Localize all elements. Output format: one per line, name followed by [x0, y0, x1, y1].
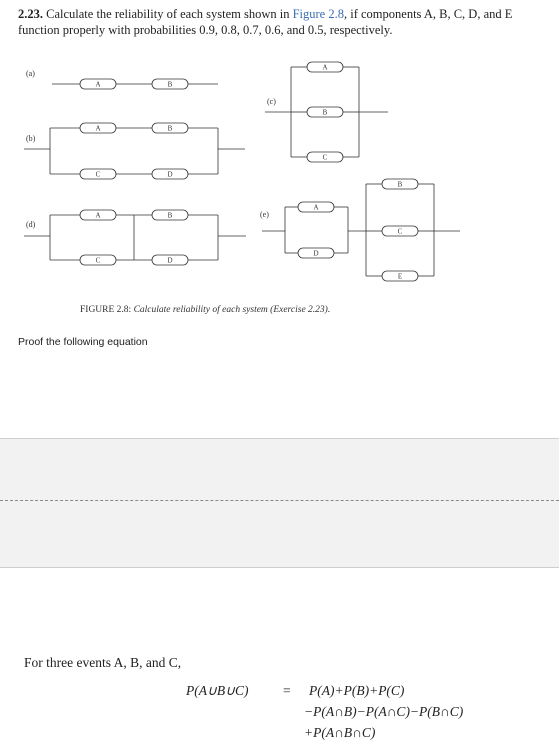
svg-text:D: D	[313, 250, 318, 258]
label-d: (d)	[26, 220, 36, 229]
formula-lhs: P(A∪B∪C)	[186, 683, 249, 698]
figure-caption: FIGURE 2.8: Calculate reliability of eac…	[80, 305, 330, 315]
label-b: (b)	[26, 134, 36, 143]
label-a: (a)	[26, 69, 35, 78]
svg-text:C: C	[323, 154, 328, 162]
svg-text:B: B	[323, 109, 328, 117]
formula-rhs-line3: +P(A∩B∩C)	[304, 725, 376, 740]
svg-text:A: A	[95, 125, 100, 133]
problem-statement: 2.23. Calculate the reliability of each …	[18, 6, 548, 38]
answer-area	[0, 438, 559, 568]
svg-text:C: C	[96, 257, 101, 265]
problem-text-2: , if components A, B, C, D, and E functi…	[18, 7, 513, 37]
svg-text:B: B	[398, 181, 403, 189]
svg-text:A: A	[322, 64, 327, 72]
reliability-figure: (a) A B (b) A B C D (c) A	[24, 61, 460, 282]
svg-text:A: A	[95, 81, 100, 89]
system-e: (e) A D B C E	[260, 178, 460, 282]
svg-text:B: B	[168, 125, 173, 133]
proof-prompt: Proof the following equation	[18, 336, 148, 348]
svg-text:A: A	[313, 204, 318, 212]
svg-text:C: C	[398, 228, 403, 236]
svg-text:B: B	[168, 81, 173, 89]
svg-text:A: A	[95, 212, 100, 220]
formula-rhs-line1: P(A)+P(B)+P(C)	[309, 683, 405, 698]
system-b: (b) A B C D	[24, 122, 245, 180]
caption-label: FIGURE 2.8:	[80, 305, 132, 315]
label-c: (c)	[267, 97, 276, 106]
system-d: (d) A B C D	[24, 209, 246, 266]
svg-text:D: D	[167, 257, 172, 265]
label-e: (e)	[260, 210, 269, 219]
formula-intro: For three events A, B, and C,	[24, 655, 182, 670]
figure-link[interactable]: Figure 2.8	[292, 7, 344, 21]
caption-text: Calculate reliability of each system (Ex…	[131, 305, 331, 315]
svg-text:B: B	[168, 212, 173, 220]
svg-text:D: D	[167, 171, 172, 179]
system-a: (a) A B	[26, 69, 218, 90]
svg-text:E: E	[398, 273, 402, 281]
problem-text-1: Calculate the reliability of each system…	[43, 7, 293, 21]
svg-text:C: C	[96, 171, 101, 179]
dashed-divider	[0, 500, 559, 501]
problem-number: 2.23.	[18, 7, 43, 21]
formula-equals: =	[283, 683, 291, 698]
formula-rhs-line2: −P(A∩B)−P(A∩C)−P(B∩C)	[304, 704, 464, 719]
system-c: (c) A B C	[265, 61, 388, 163]
